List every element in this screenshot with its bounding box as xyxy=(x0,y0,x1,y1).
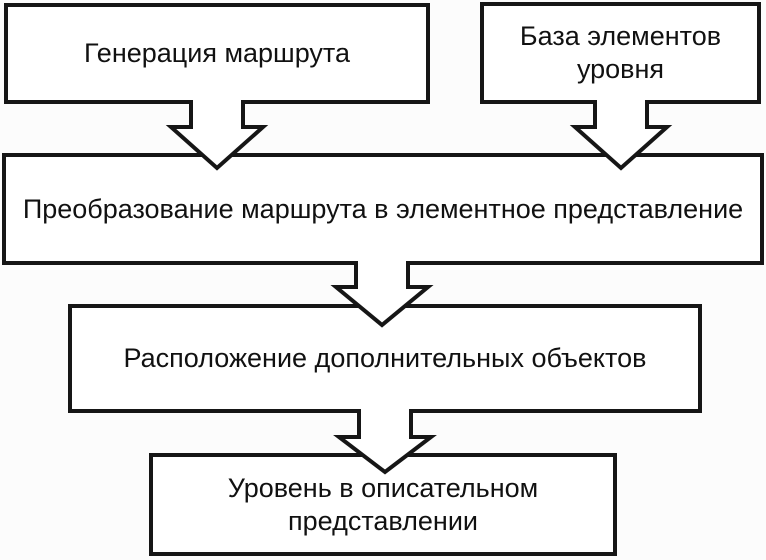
node-label: Уровень в описательном представлении xyxy=(227,472,539,536)
node-level-elements-db: База элементов уровня xyxy=(480,2,761,104)
node-additional-objects: Расположение дополнительных объектов xyxy=(68,304,702,413)
node-route-generation: Генерация маршрута xyxy=(4,3,430,104)
node-level-descriptive: Уровень в описательном представлении xyxy=(149,453,617,556)
node-label: Генерация маршрута xyxy=(83,38,350,68)
node-label: Расположение дополнительных объектов xyxy=(123,343,647,373)
node-label: База элементов уровня xyxy=(519,21,722,84)
node-label: Преобразование маршрута в элементное пре… xyxy=(22,193,744,224)
node-route-to-elements: Преобразование маршрута в элементное пре… xyxy=(2,153,764,265)
